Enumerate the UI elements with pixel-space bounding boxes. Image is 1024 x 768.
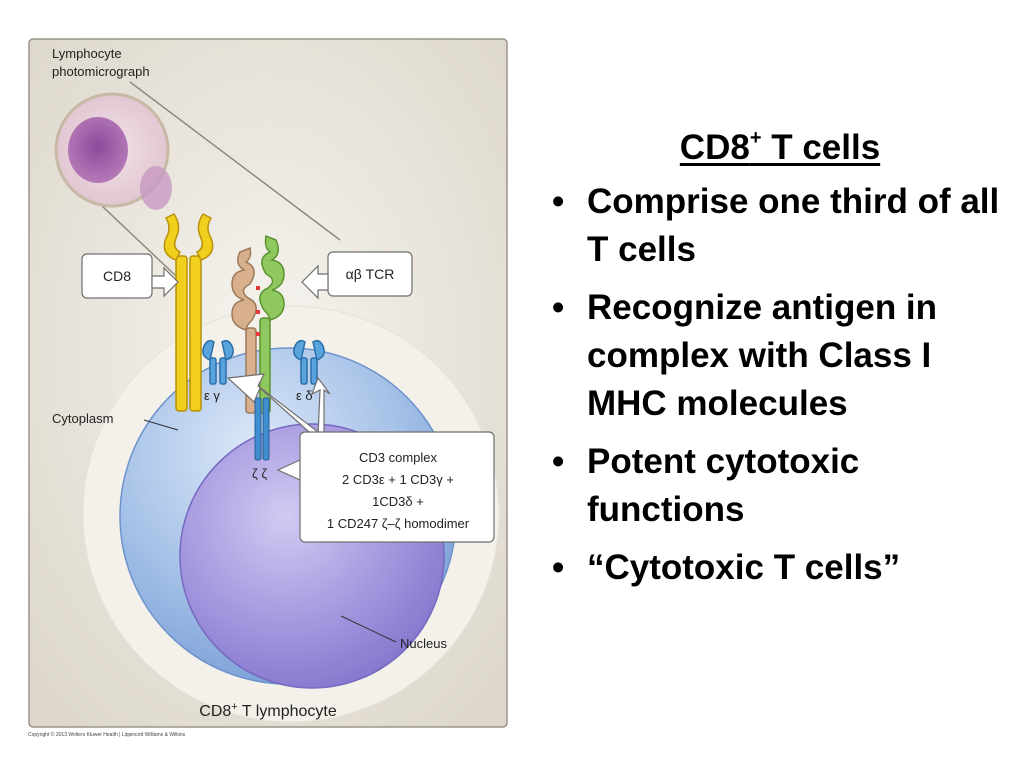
figure-caption: CD8+ T lymphocyte	[199, 701, 337, 720]
bullet-item: •Comprise one third of all T cells	[540, 178, 1000, 274]
cd3-box-line4: 1 CD247 ζ–ζ homodimer	[327, 516, 470, 531]
bullet-glyph: •	[552, 182, 565, 221]
nucleus-label: Nucleus	[400, 636, 447, 651]
lymphocyte-photomicrograph	[54, 92, 172, 210]
photo-label-line2: photomicrograph	[52, 64, 150, 79]
photo-label-line1: Lymphocyte	[52, 46, 122, 61]
cd8-callout: CD8	[81, 253, 179, 299]
bullet-item: •Recognize antigen in complex with Class…	[540, 284, 1000, 428]
cd8-figure: Lymphocyte photomicrograph	[28, 38, 508, 728]
tcr-callout: αβ TCR	[301, 251, 413, 300]
bullet-item: •Potent cytotoxic functions	[540, 438, 1000, 534]
cytoplasm-label: Cytoplasm	[52, 411, 113, 426]
cd3-epsilon-delta	[293, 339, 325, 385]
cd8-label: CD8	[103, 268, 131, 284]
cd8-molecule	[163, 213, 214, 412]
bullet-glyph: •	[552, 442, 565, 481]
cd3-box-line2: 2 CD3ε + 1 CD3γ +	[342, 472, 454, 487]
cd3-box-line1: CD3 complex	[359, 450, 438, 465]
epsilon-delta-label: ε δ	[296, 388, 313, 403]
panel-title: CD8+ T cells	[679, 127, 881, 167]
text-panel: CD8+ T cells •Comprise one third of all …	[540, 127, 1000, 602]
cd3-box-line3: 1CD3δ +	[372, 494, 424, 509]
zeta-zeta-label: ζ ζ	[252, 466, 267, 481]
bullet-item: •“Cytotoxic T cells”	[540, 544, 1000, 592]
tcr-label: αβ TCR	[346, 266, 395, 282]
bullet-glyph: •	[552, 548, 565, 587]
cd247-zeta-homodimer	[254, 397, 270, 461]
cd8-diagram: Lymphocyte photomicrograph	[28, 38, 508, 728]
bullet-glyph: •	[552, 288, 565, 327]
disulfide-bonds	[256, 286, 260, 336]
copyright-notice: Copyright © 2013 Wolters Kluwer Health |…	[28, 732, 186, 738]
bullet-list: •Comprise one third of all T cells •Reco…	[540, 178, 1000, 592]
cd3-epsilon-gamma	[202, 339, 234, 385]
cd3-complex-callout: CD3 complex 2 CD3ε + 1 CD3γ + 1CD3δ + 1 …	[226, 373, 495, 543]
epsilon-gamma-label: ε γ	[204, 388, 220, 403]
